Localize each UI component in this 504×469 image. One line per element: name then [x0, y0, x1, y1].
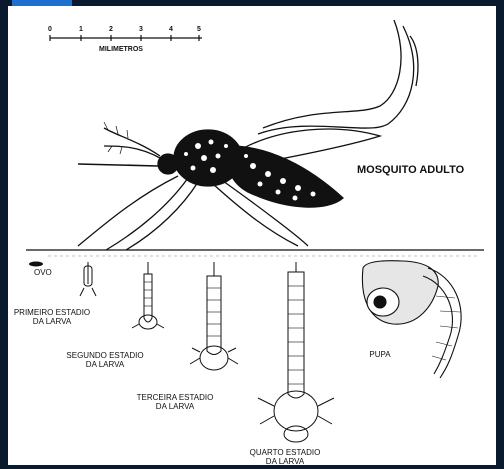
scale-line [50, 35, 202, 41]
label-larva4-line2: DA LARVA [240, 457, 330, 465]
adult-mosquito [78, 20, 418, 250]
diagram-drawing [8, 6, 496, 465]
larva-fourth-instar [258, 262, 334, 442]
label-pupa: PUPA [360, 350, 400, 359]
larva-second-instar [132, 262, 164, 329]
label-larva2-line2: DA LARVA [60, 360, 150, 369]
pupa-shape [362, 261, 461, 378]
label-mosquito-adulto: MOSQUITO ADULTO [357, 164, 464, 176]
label-larva1-line1: PRIMEIRO ESTADIO [12, 308, 92, 317]
larva-third-instar [190, 262, 238, 370]
label-larva3-line2: DA LARVA [130, 402, 220, 411]
larva-first-instar [80, 262, 96, 296]
label-larva1-line2: DA LARVA [12, 317, 92, 326]
egg-shape [29, 262, 43, 267]
label-ovo: OVO [34, 268, 64, 277]
label-larva3-line1: TERCEIRA ESTADIO [130, 393, 220, 402]
life-cycle-diagram: 0 1 2 3 4 5 MILIMETROS [8, 6, 496, 465]
mosquito-head [158, 154, 178, 174]
label-larva4-line1: QUARTO ESTADIO [240, 448, 330, 457]
label-larva2-line1: SEGUNDO ESTADIO [60, 351, 150, 360]
